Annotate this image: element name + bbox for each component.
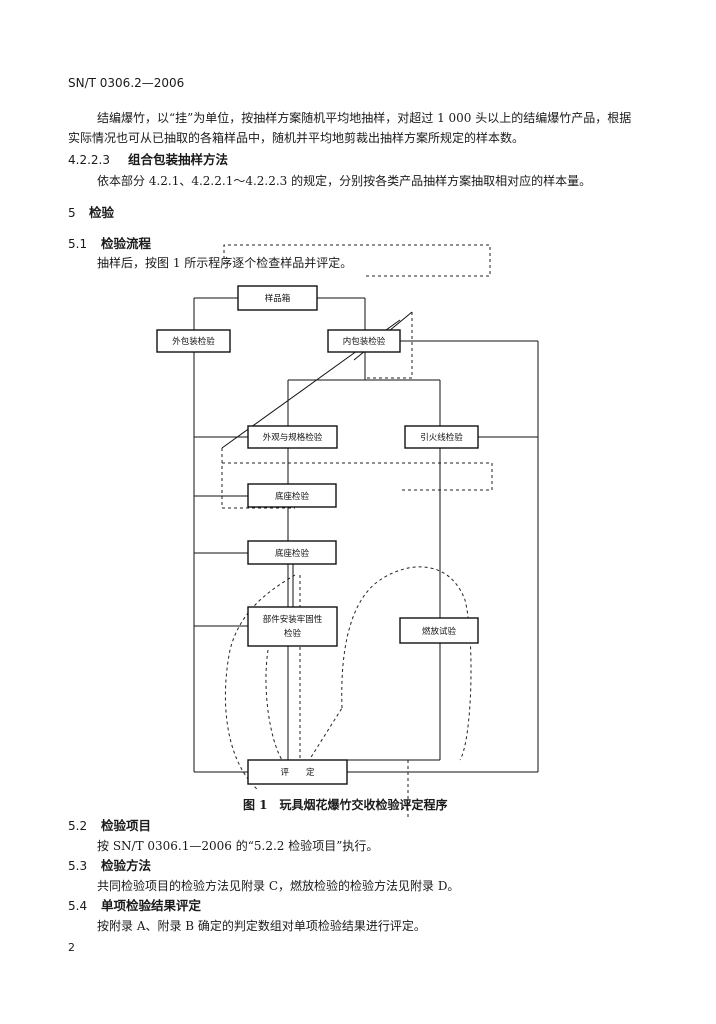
flow-box-sample: 样品箱: [237, 285, 318, 311]
flow-box-evaluation: 评 定: [247, 759, 348, 785]
paragraph-line: 实际情况也可从已抽取的各箱样品中，随机并平均地剪裁出抽样方案所规定的样本数。: [68, 131, 525, 145]
section-body: 共同检验项目的检验方法见附录 C，燃放检验的检验方法见附录 D。: [97, 879, 460, 893]
section-title: 检验: [89, 205, 115, 220]
flow-box-label: 内包装检验: [343, 336, 386, 347]
flow-box-label: 燃放试验: [422, 626, 457, 637]
flow-box-label: 检验: [284, 628, 302, 639]
section-number: 5.1: [68, 237, 88, 251]
flow-box-appearance: 外观与规格检验: [247, 425, 338, 449]
standard-number: SN/T 0306.2—2006: [68, 76, 185, 90]
flow-box-label: 引火线检验: [420, 432, 463, 443]
paragraph-line: 结编爆竹，以“挂”为单位，按抽样方案随机平均地抽样，对超过 1 000 头以上的…: [97, 111, 632, 125]
section-title: 组合包装抽样方法: [128, 152, 229, 167]
flow-box-fuse: 引火线检验: [404, 425, 479, 449]
section-body: 抽样后，按图 1 所示程序逐个检查样品并评定。: [97, 256, 353, 270]
flow-box-parts: 部件安装牢固性 检验: [247, 606, 338, 647]
section-number: 5.3: [68, 859, 88, 873]
section-body: 按附录 A、附录 B 确定的判定数组对单项检验结果进行评定。: [97, 919, 426, 933]
flow-box-label: 外观与规格检验: [263, 432, 323, 443]
section-number: 4.2.2.3: [68, 153, 110, 167]
section-body: 按 SN/T 0306.1—2006 的“5.2.2 检验项目”执行。: [97, 839, 379, 853]
section-number: 5: [68, 206, 76, 220]
flow-box-label: 底座检验: [275, 491, 310, 502]
flow-box-label: 样品箱: [265, 293, 291, 304]
flow-box-label: 底座检验: [275, 548, 310, 559]
section-title: 检验方法: [101, 858, 152, 873]
flow-box-outer-packaging: 外包装检验: [156, 329, 231, 353]
flow-box-ignition: 燃放试验: [399, 617, 479, 644]
section-number: 5.2: [68, 819, 88, 833]
page-number: 2: [68, 941, 75, 954]
flow-box-label: 外包装检验: [172, 336, 215, 347]
flow-connectors: [193, 297, 539, 773]
flow-box-base: 底座检验: [247, 483, 337, 508]
dashed-flow-paths: [221, 244, 493, 820]
flow-box-label: 部件安装牢固性: [263, 614, 323, 625]
section-title: 检验流程: [101, 236, 152, 251]
section-body: 依本部分 4.2.1、4.2.2.1～4.2.2.3 的规定，分别按各类产品抽样…: [97, 174, 592, 188]
figure-caption: 图 1 玩具烟花爆竹交收检验评定程序: [243, 798, 448, 812]
flow-box-label: 评 定: [280, 767, 315, 778]
section-number: 5.4: [68, 899, 88, 913]
flow-box-stability: 底座检验: [247, 540, 337, 565]
flow-box-inner-packaging: 内包装检验: [327, 329, 401, 353]
section-title: 检验项目: [101, 818, 152, 833]
section-title: 单项检验结果评定: [101, 898, 202, 913]
